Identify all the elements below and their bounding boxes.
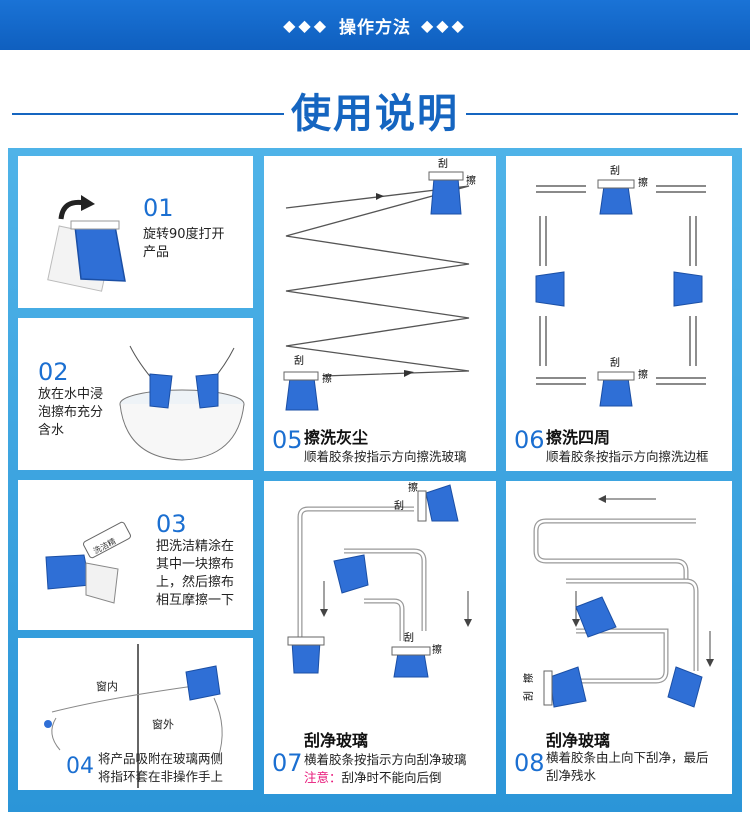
step-number-04: 04 xyxy=(66,754,94,779)
perimeter-diagram: 刮 擦 刮 擦 xyxy=(535,164,706,407)
scrape-label-06a: 刮 xyxy=(610,164,620,177)
squeegee-path-diagram-07: 擦 刮 刮 擦 xyxy=(287,481,472,678)
header-banner: ◆◆◆ 操作方法 ◆◆◆ xyxy=(0,0,750,50)
step-note-07: 注意：刮净时不能向后倒 xyxy=(304,767,442,786)
scrape-label-08: 刮 xyxy=(522,691,535,701)
wipe-label-05a: 擦 xyxy=(466,174,476,187)
title-line-left xyxy=(12,113,284,115)
scrape-label-05a: 刮 xyxy=(438,157,448,170)
scrape-label-06b: 刮 xyxy=(610,356,620,369)
step-03-line-3: 上，然后擦布 xyxy=(156,575,235,590)
step-sub-05: 顺着胶条按指示方向擦洗玻璃 xyxy=(304,449,467,464)
detergent-illustration: 洗洁精 xyxy=(45,521,131,604)
step-title-06: 擦洗四周 xyxy=(546,428,611,447)
step-title-08: 刮净玻璃 xyxy=(546,731,611,750)
diamond-right-icon: ◆◆◆ xyxy=(421,15,467,35)
wipe-label-08: 擦 xyxy=(522,673,535,683)
step-01-line-2: 产品 xyxy=(143,245,170,260)
step-sub-07: 横着胶条按指示方向刮净玻璃 xyxy=(304,752,467,767)
soak-bowl-illustration xyxy=(119,345,245,461)
attach-illustration: 窗内 窗外 xyxy=(44,644,223,788)
step-text-03: 把洗洁精涂在 其中一块擦布 上，然后擦布 相互摩擦一下 xyxy=(156,538,234,610)
scrape-label-07b: 刮 xyxy=(404,631,414,644)
wipe-label-07b: 擦 xyxy=(432,643,442,656)
step-card-06: 刮 擦 刮 擦 06 擦洗四周 顺着胶条按指示方向擦洗边框 xyxy=(506,156,732,471)
step-text-08: 横着胶条由上向下刮净，最后 刮净残水 xyxy=(546,749,709,785)
step-sub-06: 顺着胶条按指示方向擦洗边框 xyxy=(546,449,709,464)
main-title-row: 使用说明 xyxy=(12,90,738,138)
diamond-left-icon: ◆◆◆ xyxy=(283,15,329,35)
header-title: 操作方法 xyxy=(339,17,411,38)
step-title-07: 刮净玻璃 xyxy=(304,731,369,750)
wipe-label-06b: 擦 xyxy=(638,368,648,381)
note-label: 注意： xyxy=(304,770,342,785)
scrape-label-07a: 刮 xyxy=(394,499,404,512)
step-card-04: 窗内 窗外 04 将产品吸附在玻璃两侧 将指环套在非操作手上 xyxy=(18,638,253,790)
step-text-04: 将产品吸附在玻璃两侧 将指环套在非操作手上 xyxy=(98,750,223,786)
step-number-02: 02 xyxy=(38,358,69,386)
step-card-08: 刮 擦 刮净玻璃 08 横着胶条由上向下刮净，最后 刮净残水 xyxy=(506,481,732,794)
open-tool-illustration xyxy=(47,195,126,292)
step-03-line-4: 相互摩擦一下 xyxy=(156,593,235,608)
wipe-label-05b: 擦 xyxy=(322,372,332,385)
step-card-07: 擦 刮 刮 擦 刮净玻璃 07 横着胶条按指示方向刮净玻璃 注意：刮净时不能向后… xyxy=(264,481,496,794)
step-08-line-1: 横着胶条由上向下刮净，最后 xyxy=(546,750,709,765)
step-number-06: 06 xyxy=(514,426,545,454)
step-card-02: 02 放在水中浸 泡擦布充分 含水 xyxy=(18,318,253,470)
wipe-label-06a: 擦 xyxy=(638,176,648,189)
window-inside-label: 窗内 xyxy=(96,679,118,693)
step-02-line-2: 泡擦布充分 xyxy=(38,405,104,420)
step-01-line-1: 旋转90度打开 xyxy=(143,227,225,242)
step-number-08: 08 xyxy=(514,749,545,777)
step-text-01: 旋转90度打开 产品 xyxy=(143,226,225,262)
wipe-label-07a: 擦 xyxy=(408,481,418,494)
step-number-05: 05 xyxy=(272,426,303,454)
scrape-label-05b: 刮 xyxy=(294,354,304,367)
step-04-line-1: 将产品吸附在玻璃两侧 xyxy=(98,751,224,766)
step-02-line-1: 放在水中浸 xyxy=(38,387,104,402)
step-card-03: 洗洁精 03 把洗洁精涂在 其中一块擦布 上，然后擦布 相互摩擦一下 xyxy=(18,480,253,630)
title-line-right xyxy=(466,113,738,115)
step-card-05: 刮 擦 刮 擦 05 擦洗灰尘 顺着胶条按指示方向擦洗玻璃 xyxy=(264,156,496,471)
step-08-line-2: 刮净残水 xyxy=(546,768,597,783)
squeegee-path-diagram-08: 刮 擦 xyxy=(522,495,714,708)
step-number-03: 03 xyxy=(156,510,187,538)
step-card-01: 01 旋转90度打开 产品 xyxy=(18,156,253,308)
step-number-01: 01 xyxy=(143,194,174,222)
step-number-07: 07 xyxy=(272,749,303,777)
step-title-05: 擦洗灰尘 xyxy=(304,428,369,447)
note-text: 刮净时不能向后倒 xyxy=(341,770,442,785)
step-03-line-1: 把洗洁精涂在 xyxy=(156,539,235,554)
step-03-line-2: 其中一块擦布 xyxy=(156,557,235,572)
main-title: 使用说明 xyxy=(291,91,459,137)
instructions-panel: 01 旋转90度打开 产品 02 放在水中浸 泡擦布充分 含水 洗洁精 xyxy=(8,148,742,812)
step-02-line-3: 含水 xyxy=(38,423,65,438)
step-04-line-2: 将指环套在非操作手上 xyxy=(98,769,224,784)
step-text-02: 放在水中浸 泡擦布充分 含水 xyxy=(38,386,103,440)
window-outside-label: 窗外 xyxy=(152,717,174,731)
zigzag-diagram: 刮 擦 刮 擦 xyxy=(283,157,476,411)
